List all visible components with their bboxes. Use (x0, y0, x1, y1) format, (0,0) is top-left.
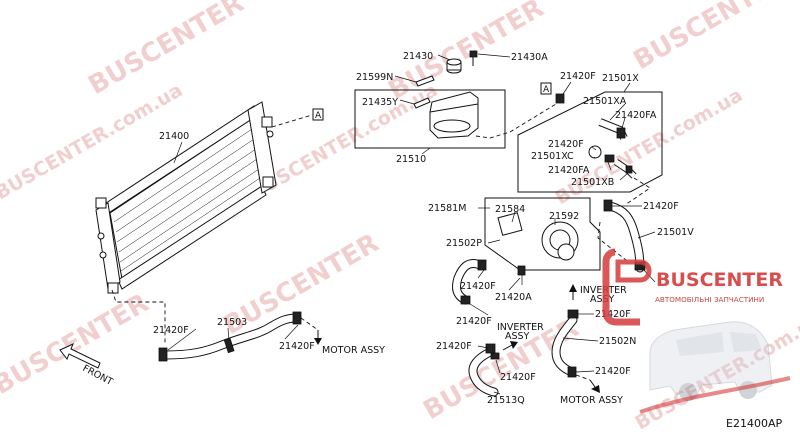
hose-21503 (158, 311, 319, 362)
callout-21501XA: 21501XA (583, 96, 627, 107)
hose-21502P (452, 259, 487, 305)
pump-assy-21581M (484, 197, 601, 285)
buscenter-logo: BUSCENTER АВТОМОБІЛЬНІ ЗАПЧАСТИНИ (602, 248, 791, 414)
callout-21420F-inverter: 21420F (595, 309, 631, 320)
callout-21599N: 21599N (356, 72, 393, 83)
callout-21502P: 21502P (446, 238, 482, 249)
ref-marker-a-left: A (312, 108, 324, 121)
diagram-code: E21400AP (726, 417, 782, 430)
callout-21420F-low3: 21420F (500, 372, 536, 383)
front-arrow (59, 343, 101, 369)
label-motor-assy-1: MOTOR ASSY (322, 345, 385, 356)
callout-21430A: 21430A (511, 52, 548, 63)
hose-kit-21501X (517, 91, 663, 206)
hose-21513Q (468, 343, 500, 397)
callout-21501XC: 21501XC (531, 151, 574, 162)
label-inverter-2-line1: INVERTER (497, 322, 544, 333)
label-inverter-2-line2: ASSY (505, 331, 530, 342)
callout-21435Y: 21435Y (362, 97, 398, 108)
callout-21503: 21503 (217, 317, 247, 328)
callout-21420F-c2: 21420F (456, 316, 492, 327)
reservoir-tank-21510 (354, 50, 506, 149)
callout-21510: 21510 (396, 154, 426, 165)
callout-21420F-radiator: 21420F (153, 325, 189, 336)
logo-wordmark: BUSCENTER (656, 269, 783, 291)
ref-marker-a-right: A (540, 82, 552, 95)
callout-21430: 21430 (403, 51, 433, 62)
arrow-to-motor-assy-1 (314, 330, 322, 345)
hose-21502N (551, 309, 591, 381)
arrow-to-motor-assy-2 (589, 379, 600, 393)
svg-text:A: A (543, 85, 550, 95)
callout-21501X: 21501X (602, 73, 639, 84)
callout-21400: 21400 (159, 131, 189, 142)
callout-21584: 21584 (495, 204, 525, 215)
callout-21420F-motor: 21420F (279, 341, 315, 352)
svg-text:A: A (315, 111, 322, 121)
hose-21501V (603, 199, 646, 273)
van-image (649, 321, 773, 401)
callout-21420A: 21420A (495, 292, 532, 303)
arrow-to-inverter-assy-1 (569, 284, 577, 300)
callout-21513Q: 21513Q (487, 395, 525, 406)
callout-21581M: 21581M (428, 203, 466, 214)
callout-21420F-low1: 21420F (595, 366, 631, 377)
callout-21420FA-2: 21420FA (548, 165, 590, 176)
callout-21501V: 21501V (657, 227, 694, 238)
callout-21501XB: 21501XB (571, 177, 614, 188)
watermark-brand: BUSCENTER (629, 0, 794, 76)
callout-21420F-mid: 21420F (548, 139, 584, 150)
arrow-to-inverter-assy-2 (502, 341, 518, 351)
radiator-21400 (95, 101, 313, 294)
logo-tagline: АВТОМОБІЛЬНІ ЗАПЧАСТИНИ (655, 295, 764, 304)
callout-21420FA-1: 21420FA (615, 110, 657, 121)
callout-21420F-c1: 21420F (460, 281, 496, 292)
callout-21420F-top: 21420F (560, 71, 596, 82)
callout-21502N: 21502N (599, 336, 636, 347)
label-inverter-1-line2: ASSY (590, 294, 615, 305)
callout-21420F-low2: 21420F (436, 341, 472, 352)
callout-21592: 21592 (549, 211, 579, 222)
label-motor-assy-2: MOTOR ASSY (560, 395, 623, 406)
callout-21420F-right: 21420F (643, 201, 679, 212)
watermark-brand: BUSCENTER (0, 288, 154, 401)
